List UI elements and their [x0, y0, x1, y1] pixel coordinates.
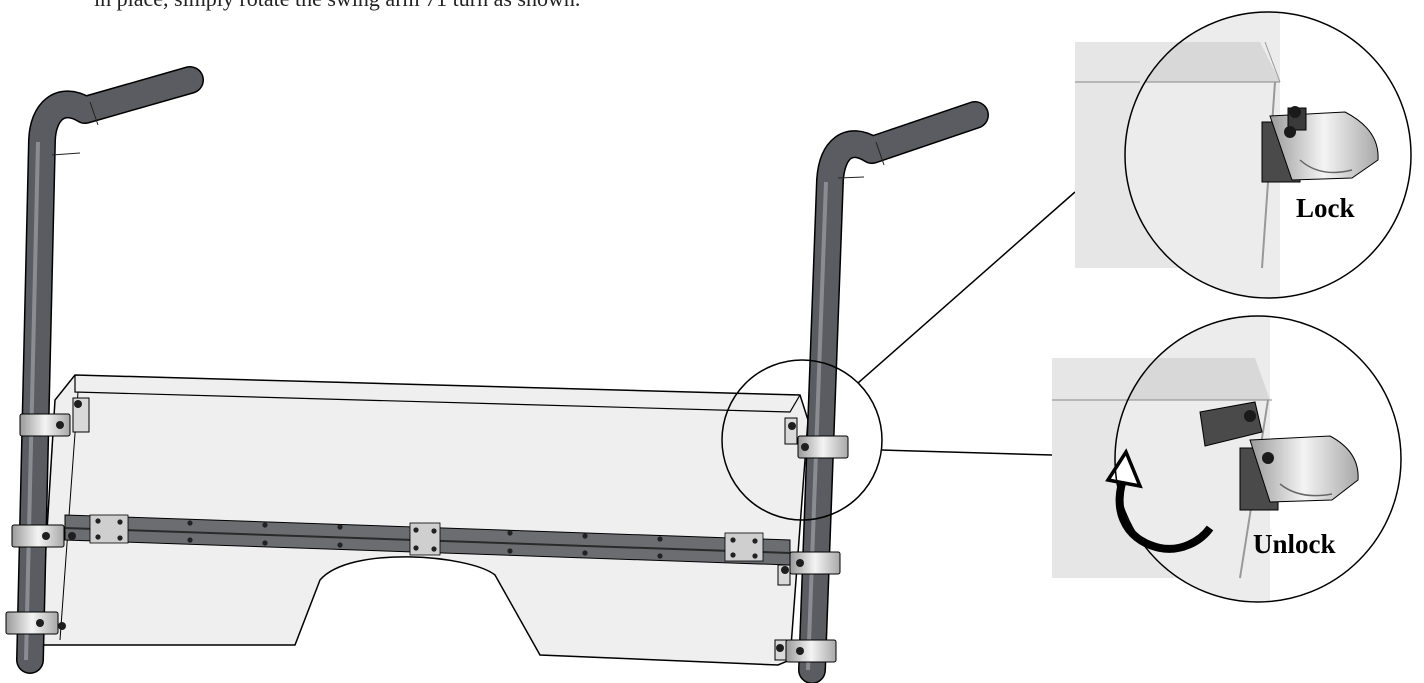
left-support-tube	[16, 66, 204, 674]
unlock-clamp	[1199, 401, 1359, 511]
lock-detail-inset: Lock	[1075, 11, 1412, 299]
detail-callout-circle	[721, 191, 1076, 521]
clamp-bolts	[36, 400, 809, 655]
lock-clamp	[1261, 106, 1379, 183]
right-support-tube	[798, 101, 989, 683]
hinge-strip	[64, 514, 791, 566]
unlock-label: Unlock	[1253, 529, 1336, 559]
instruction-text: in place, simply rotate the swing arm 71…	[94, 0, 580, 12]
tube-clamps	[5, 413, 849, 663]
unlock-detail-inset: Unlock	[1052, 315, 1402, 603]
lock-label: Lock	[1296, 193, 1355, 223]
